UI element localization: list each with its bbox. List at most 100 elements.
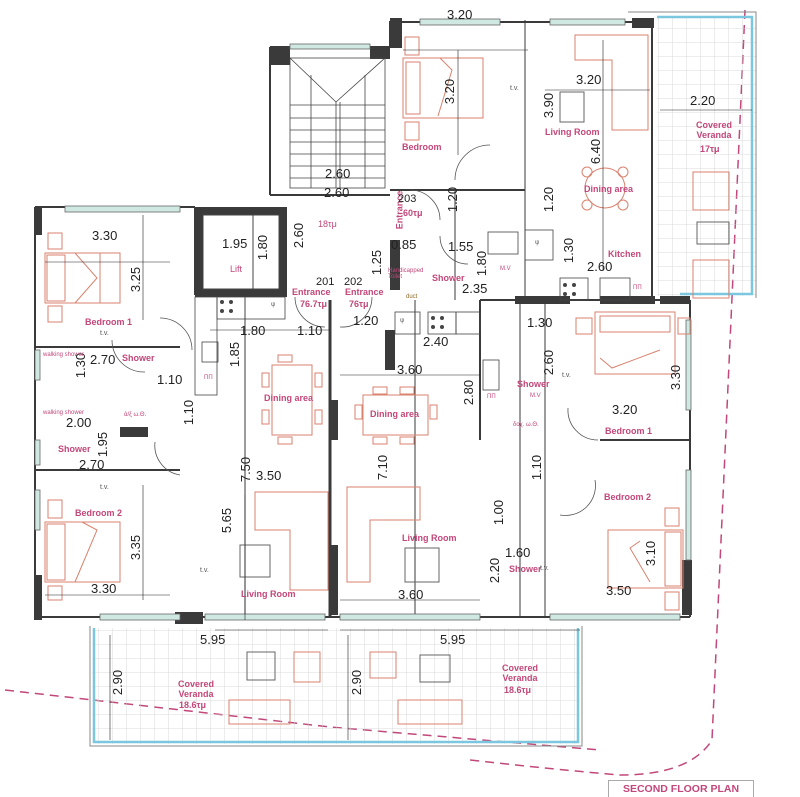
- apt203-hall-a: 1.20: [445, 186, 461, 213]
- apt202-kitchen-width: 2.40: [423, 334, 449, 349]
- lift-width: 1.95: [222, 236, 248, 251]
- apt202-mixer-valve: M.V: [530, 393, 541, 399]
- sink-icon-201: ψ: [271, 302, 276, 308]
- apt201-water-heater: ά/ξ ω.Θ.: [124, 412, 147, 418]
- tv-annotation-203: t.v.: [510, 85, 519, 92]
- plan-title: SECOND FLOOR PLAN: [608, 780, 754, 797]
- apt201-living-label: Living Room: [241, 589, 296, 599]
- apt201-veranda-width: 5.95: [200, 632, 226, 647]
- apt202-living-label: Living Room: [402, 533, 457, 543]
- apt-202-number: 202: [344, 276, 363, 288]
- apt201-walking-shower-1: walking shower: [43, 352, 85, 358]
- apt201-bedroom1-label: Bedroom 1: [85, 317, 133, 327]
- apt202-br1-depth: 3.30: [668, 364, 684, 391]
- apt202-shower1-label: Shower: [517, 379, 550, 389]
- fridge-icon-201: ΠΠ: [204, 375, 213, 381]
- apt202-dining-depth: 2.80: [461, 379, 477, 406]
- apt201-hall-b: 1.10: [181, 399, 197, 426]
- apt202-water-heater: δοχ. ω.Θ.: [513, 422, 539, 428]
- apt203-kitchen-label: Kitchen: [608, 249, 642, 259]
- apt202-veranda-area: 18.6τμ: [504, 685, 532, 695]
- apt201-br1-depth: 3.25: [128, 266, 144, 293]
- apt203-bedroom-label: Bedroom: [402, 142, 442, 152]
- tv-annotation-202-br1: t.v.: [562, 372, 571, 379]
- apt201-shower2-label: Shower: [58, 444, 91, 454]
- apt201-walking-shower-2: walking shower: [43, 410, 85, 416]
- apt201-br2-depth: 3.35: [128, 534, 144, 561]
- landing-side: 1.25: [369, 249, 385, 276]
- apt203-bedroom-width: 3.20: [447, 7, 473, 22]
- apt202-shower2-label: Shower: [509, 564, 542, 574]
- apt202-dining-label: Dining area: [370, 409, 420, 419]
- apt203-shower-label: Shower: [432, 273, 465, 283]
- apt203-dining-label: Dining area: [584, 184, 634, 194]
- apt202-bedroom2-label: Bedroom 2: [604, 492, 652, 502]
- apt203-bedroom-depth: 3.20: [442, 78, 458, 105]
- apt202-br2-width: 3.50: [606, 583, 632, 598]
- apt202-veranda-depth: 2.90: [349, 669, 365, 696]
- apt201-bedroom2-label: Bedroom 2: [75, 508, 123, 518]
- apt201-br1-width: 3.30: [92, 228, 118, 243]
- apt201-sh1-width: 2.70: [90, 352, 116, 367]
- veranda-fills: [92, 16, 757, 744]
- apt203-veranda-width: 2.20: [690, 93, 716, 108]
- tv-annotation-202-br2: t.v.: [540, 565, 549, 572]
- apt203-kitchen-depth: 1.30: [561, 237, 577, 264]
- apt203-veranda-area: 17τμ: [700, 144, 720, 154]
- apt201-kitchen-b: 1.10: [297, 323, 323, 338]
- sink-icon-202: ψ: [400, 318, 405, 324]
- apt203-shower-width2: 2.35: [462, 281, 488, 296]
- apt202-living-width: 3.60: [398, 587, 424, 602]
- apt-201-entrance: Entrance: [292, 287, 331, 297]
- apt201-living-depth2: 5.65: [219, 507, 235, 534]
- apt202-br2-depth: 3.10: [643, 540, 659, 567]
- apt203-living-label: Living Room: [545, 127, 600, 137]
- apt201-shower1-label: Shower: [122, 353, 155, 363]
- apt202-entry-width: 1.20: [353, 313, 379, 328]
- apt203-hall-b: 1.20: [541, 186, 557, 213]
- apt201-sh2-depth: 1.95: [95, 431, 111, 458]
- landing-depth: 2.60: [291, 222, 307, 249]
- apt-201-number: 201: [316, 276, 335, 288]
- tv-annotation-201-living: t.v.: [200, 567, 209, 574]
- apt203-wc-width: 0.85: [391, 237, 417, 252]
- landing-area: 18τμ: [318, 219, 337, 229]
- apt203-living-width: 3.20: [576, 72, 602, 87]
- landing-width: 2.60: [324, 185, 350, 200]
- apt201-kitchen-a: 1.80: [240, 323, 266, 338]
- apt202-hall-a: 1.10: [529, 454, 545, 481]
- fridge-icon-202: ΠΠ: [487, 394, 496, 400]
- apt203-living-depth: 3.90: [541, 92, 557, 119]
- tv-annotation-201-br1: t.v.: [100, 330, 109, 337]
- apt202-dining-width: 3.60: [397, 362, 423, 377]
- lift-label: Lift: [230, 264, 243, 274]
- apt202-veranda-width: 5.95: [440, 632, 466, 647]
- apt-203-area: 60τμ: [403, 208, 423, 218]
- apt201-br2-width: 3.30: [91, 581, 117, 596]
- furniture: [44, 34, 730, 725]
- apt202-sh1-width: 1.30: [527, 315, 553, 330]
- apt202-veranda-label: Covered Veranda: [501, 663, 538, 683]
- apt203-mixer-valve: M.V: [500, 266, 511, 272]
- apt201-dining-label: Dining area: [264, 393, 314, 403]
- apt201-veranda-depth: 2.90: [110, 669, 126, 696]
- apt201-sh2-width2: 2.00: [66, 415, 92, 430]
- apt201-living-depth: 7.50: [238, 456, 254, 483]
- apt201-kitchen-c: 1.85: [227, 341, 243, 368]
- apt203-dining-depth: 6.40: [588, 138, 604, 165]
- apt-202-area: 76τμ: [349, 299, 369, 309]
- apt201-veranda-area: 18.6τμ: [179, 700, 207, 710]
- apt202-br1-width: 3.20: [612, 402, 638, 417]
- apt202-living-depth: 7.10: [375, 454, 391, 481]
- wall-columns: [34, 18, 692, 624]
- apt202-sh2-depth: 2.20: [487, 557, 503, 584]
- stair-width: 2.60: [325, 166, 351, 181]
- apt203-veranda-label: Covered Veranda: [695, 120, 732, 140]
- apt-201-area: 76.7τμ: [300, 299, 328, 309]
- lift-depth: 1.80: [255, 234, 271, 261]
- apt201-living-width: 3.50: [256, 468, 282, 483]
- apt202-hall-b: 1.00: [491, 499, 507, 526]
- apt201-sh2-width: 2.70: [79, 457, 105, 472]
- apt203-wc-label: Handicapped Toilet: [388, 268, 424, 280]
